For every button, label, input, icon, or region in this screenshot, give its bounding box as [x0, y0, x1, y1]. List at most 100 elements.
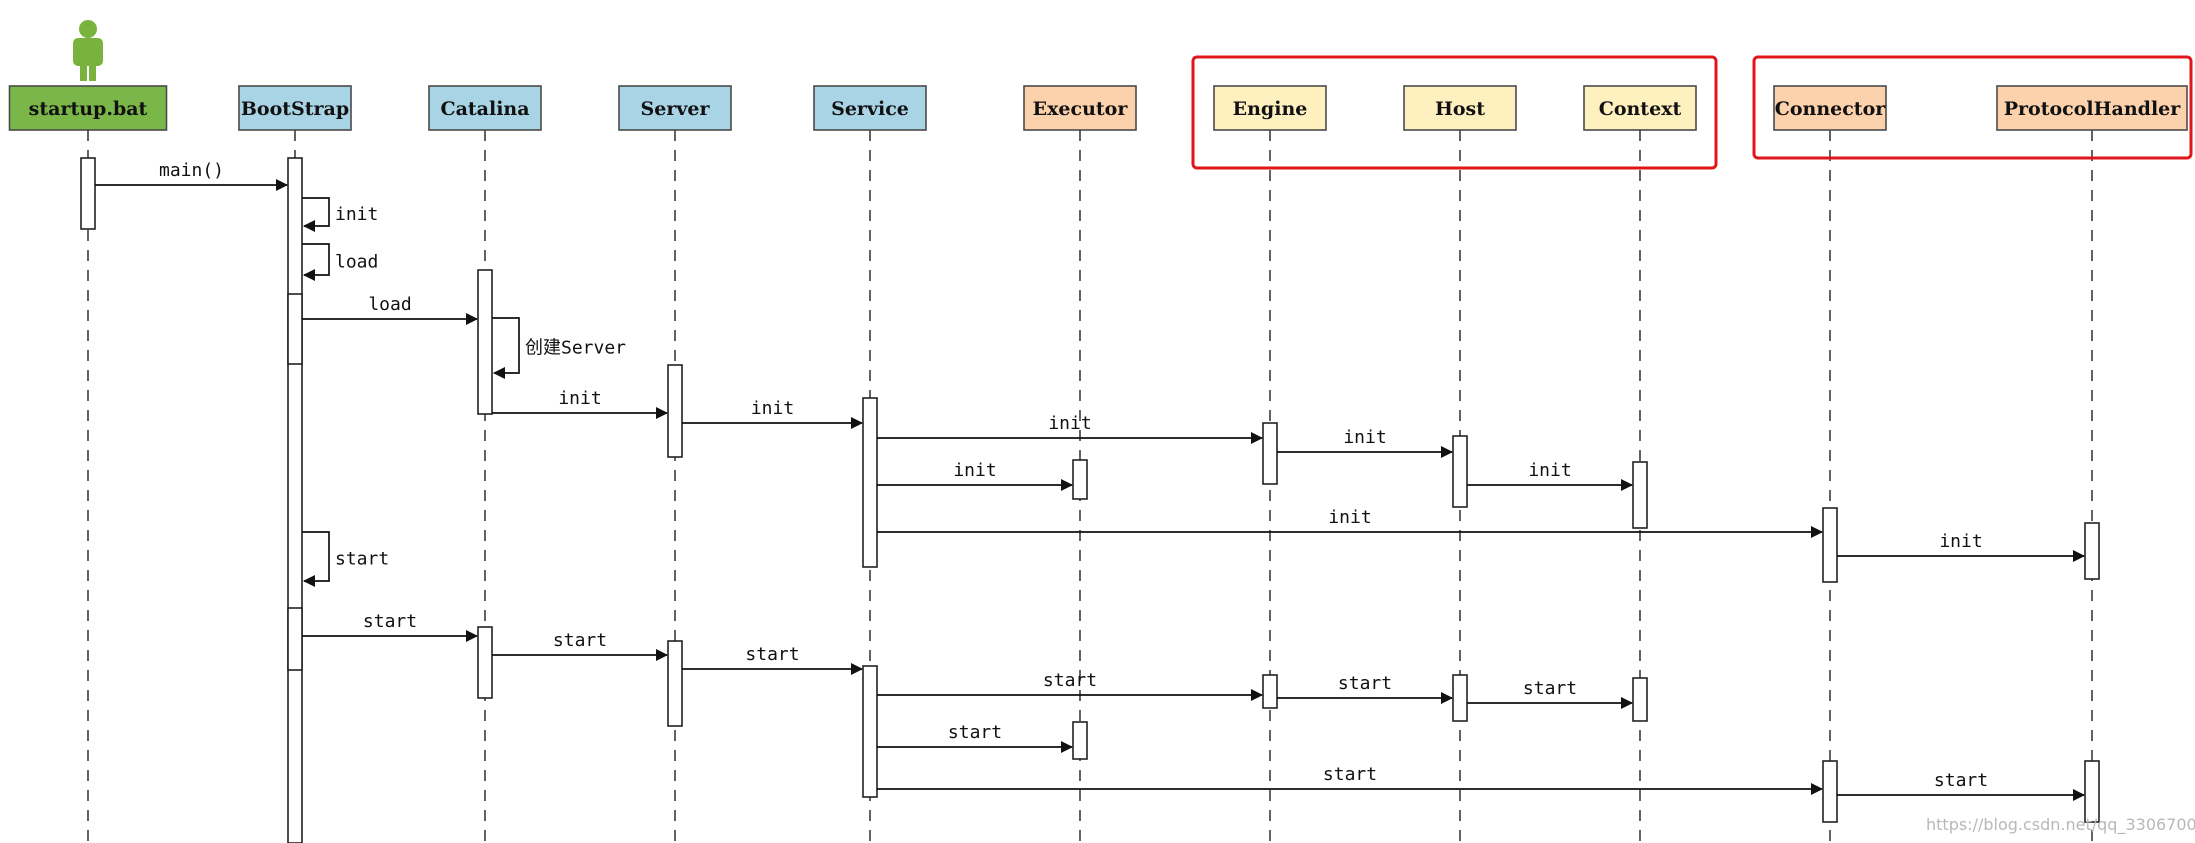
self-call-arrow — [302, 531, 330, 587]
participant-label-context: Context — [1599, 98, 1682, 120]
activation-bar-engine — [1262, 422, 1278, 485]
self-call-arrow — [492, 317, 520, 379]
connector-group-outline — [1752, 55, 2193, 160]
message-label: init — [1343, 427, 1386, 448]
participant-box-service — [813, 85, 927, 131]
message-host-to-context: init — [1467, 460, 1633, 491]
activation-bar-server — [667, 364, 683, 458]
activation-bar-bootstrap — [287, 293, 303, 365]
message-connector-to-protocolhandler: init — [1837, 531, 2085, 562]
activation-bar-executor — [1072, 459, 1088, 500]
message-catalina-to-catalina: 创建Server — [492, 317, 626, 379]
participant-box-connector — [1773, 85, 1887, 131]
message-bootstrap-to-bootstrap: start — [302, 531, 389, 587]
message-label: start — [948, 722, 1002, 743]
container-group-outline — [1191, 55, 1718, 170]
message-label: init — [1048, 413, 1091, 434]
activation-bar-executor — [1072, 721, 1088, 760]
participant-box-server — [618, 85, 732, 131]
message-label: start — [1338, 673, 1392, 694]
activation-bar-catalina — [477, 269, 493, 415]
message-label: start — [335, 549, 389, 570]
message-label: 创建Server — [525, 338, 626, 359]
participant-box-executor — [1023, 85, 1137, 131]
participant-box-context — [1583, 85, 1697, 131]
activation-bar-host — [1452, 435, 1468, 508]
activation-bar-server — [667, 640, 683, 727]
participant-label-service: Service — [831, 98, 909, 120]
message-label: load — [368, 294, 411, 315]
message-startup-to-bootstrap: main() — [95, 160, 288, 191]
self-call-arrow — [302, 243, 330, 281]
participant-box-startup — [8, 85, 168, 131]
message-service-to-connector: init — [877, 507, 1823, 538]
message-bootstrap-to-bootstrap: load — [302, 243, 378, 281]
message-label: start — [1043, 670, 1097, 691]
message-service-to-connector: start — [877, 764, 1823, 795]
participant-label-protocolhandler: ProtocolHandler — [2004, 98, 2182, 120]
message-label: main() — [159, 160, 224, 181]
message-service-to-executor: init — [877, 460, 1073, 491]
actor-figure — [73, 20, 103, 81]
participant-box-engine — [1213, 85, 1327, 131]
participant-label-connector: Connector — [1775, 98, 1887, 120]
activation-bar-service — [862, 665, 878, 798]
message-label: start — [363, 611, 417, 632]
message-label: init — [751, 398, 794, 419]
message-connector-to-protocolhandler: start — [1837, 770, 2085, 801]
message-engine-to-host: init — [1277, 427, 1453, 458]
message-service-to-engine: init — [877, 413, 1263, 444]
activation-bar-startup — [80, 157, 96, 230]
person-icon — [73, 20, 103, 81]
message-label: init — [335, 204, 378, 225]
message-service-to-engine: start — [877, 670, 1263, 701]
message-label: init — [558, 388, 601, 409]
message-bootstrap-to-bootstrap: init — [302, 197, 378, 232]
message-catalina-to-server: init — [492, 388, 668, 419]
participant-box-catalina — [428, 85, 542, 131]
participant-label-executor: Executor — [1033, 98, 1129, 120]
message-host-to-context: start — [1467, 678, 1633, 709]
participant-box-protocolhandler — [1996, 85, 2188, 131]
activation-bar-engine — [1262, 674, 1278, 709]
participant-label-host: Host — [1435, 98, 1485, 120]
message-label: init — [1939, 531, 1982, 552]
activation-bar-protocolhandler — [2084, 760, 2100, 823]
watermark-text: https://blog.csdn.net/qq_33067001 — [1926, 815, 2195, 835]
message-bootstrap-to-catalina: start — [302, 611, 478, 642]
message-label: start — [1523, 678, 1577, 699]
activation-bar-service — [862, 397, 878, 568]
message-label: load — [335, 252, 378, 273]
participant-label-engine: Engine — [1233, 98, 1308, 120]
activation-bar-context — [1632, 677, 1648, 722]
activation-bar-protocolhandler — [2084, 522, 2100, 580]
message-label: start — [745, 644, 799, 665]
activation-bar-connector — [1822, 760, 1838, 823]
message-label: init — [1528, 460, 1571, 481]
message-catalina-to-server: start — [492, 630, 668, 661]
message-label: start — [1323, 764, 1377, 785]
self-call-arrow — [302, 197, 330, 232]
activation-bar-context — [1632, 461, 1648, 529]
activation-bar-bootstrap — [287, 157, 303, 843]
activation-bar-host — [1452, 674, 1468, 722]
message-label: init — [1328, 507, 1371, 528]
message-service-to-executor: start — [877, 722, 1073, 753]
message-label: start — [1934, 770, 1988, 791]
activation-bar-bootstrap — [287, 607, 303, 671]
participant-label-bootstrap: BootStrap — [241, 98, 349, 120]
participant-label-catalina: Catalina — [440, 98, 529, 120]
activation-bar-catalina — [477, 626, 493, 699]
message-engine-to-host: start — [1277, 673, 1453, 704]
participant-box-bootstrap — [238, 85, 352, 131]
message-server-to-service: start — [682, 644, 863, 675]
message-bootstrap-to-catalina: load — [302, 294, 478, 325]
message-label: start — [553, 630, 607, 651]
participant-box-host — [1403, 85, 1517, 131]
message-server-to-service: init — [682, 398, 863, 429]
participant-label-startup: startup.bat — [29, 98, 148, 120]
activation-bar-connector — [1822, 507, 1838, 583]
message-label: init — [953, 460, 996, 481]
participant-label-server: Server — [641, 98, 711, 120]
